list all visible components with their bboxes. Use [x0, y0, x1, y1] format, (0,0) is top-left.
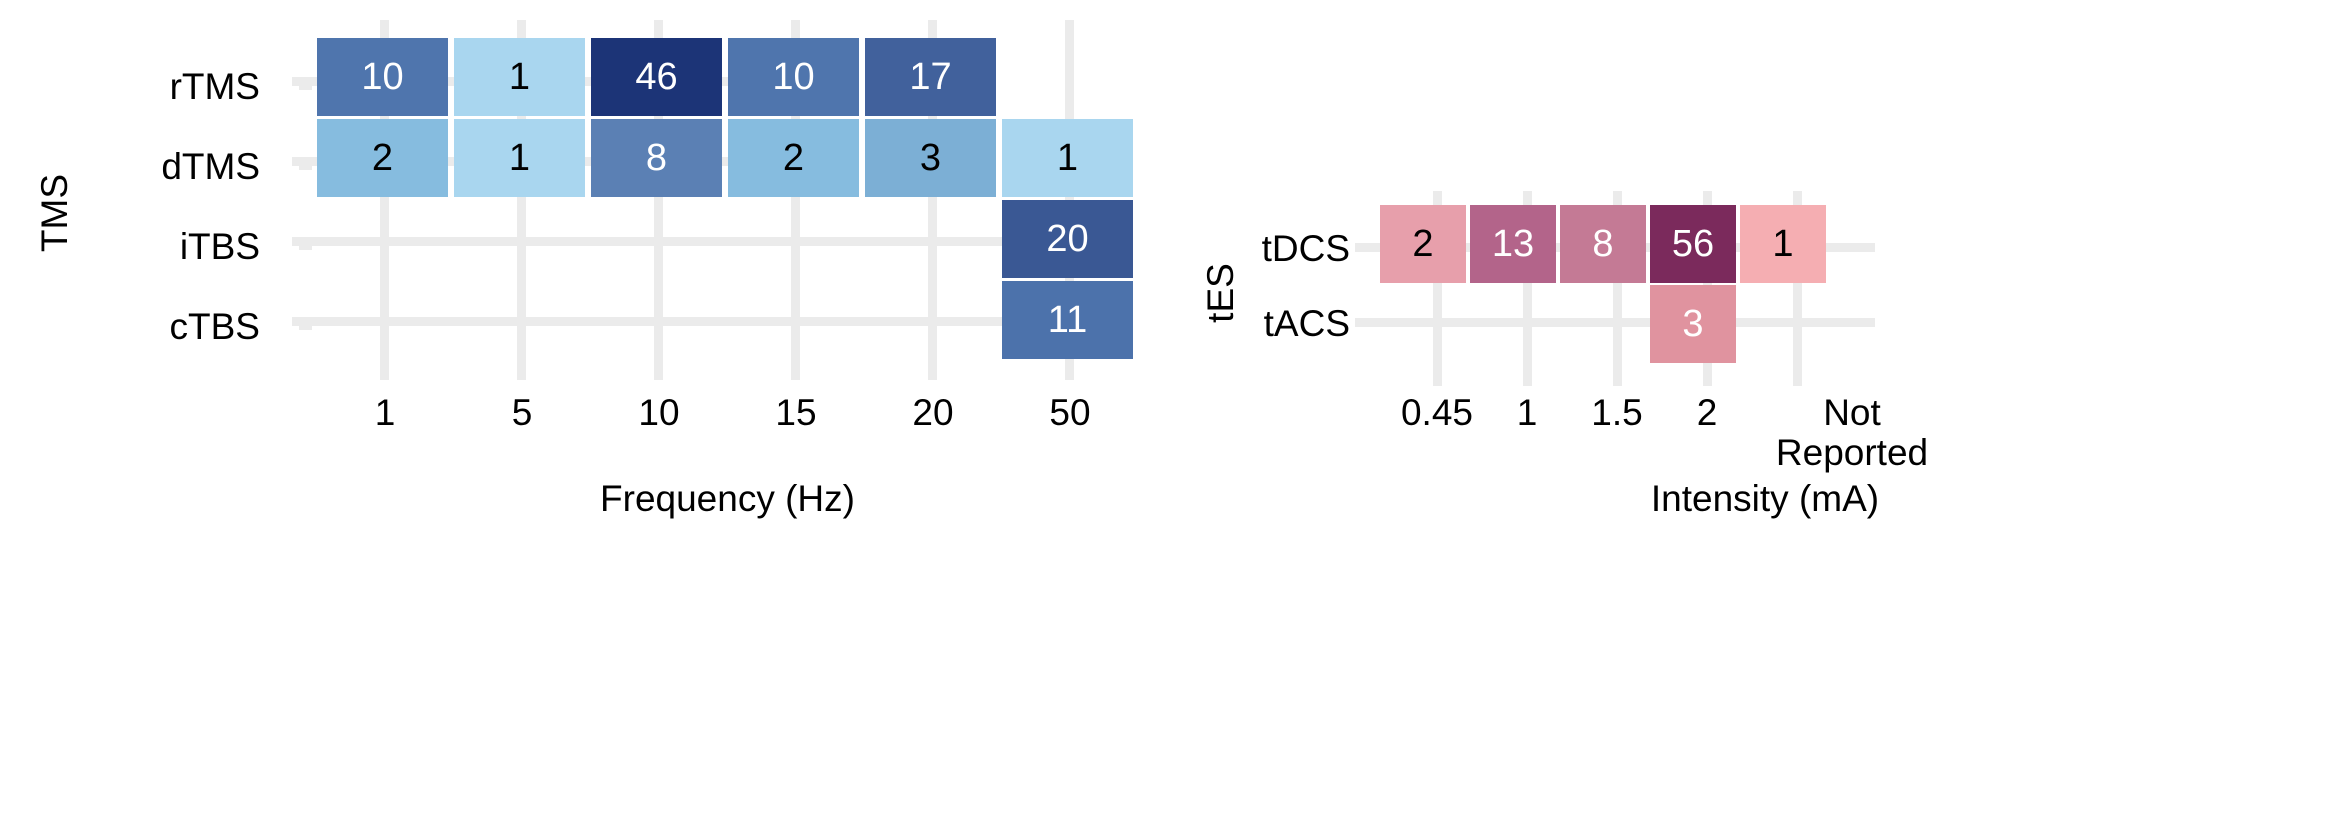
- y-tick-label-itbs: iTBS: [179, 226, 260, 267]
- heatmap-cell: 3: [1650, 285, 1736, 363]
- heatmap-cell: 8: [1560, 205, 1646, 283]
- plot-area-tms: 10 1 46 10 17 2 1 8: [292, 20, 1138, 380]
- gridline-v-15: [791, 20, 800, 380]
- cell-value: 8: [1592, 223, 1614, 265]
- y-tick-label-dtms: dTMS: [161, 146, 260, 187]
- gridline-v-045: [1433, 191, 1442, 386]
- x-tick-nr: [1793, 193, 1802, 204]
- gridline-v-nr: [1793, 191, 1802, 386]
- heatmap-cell: 10: [728, 38, 859, 116]
- x-tick-1: [380, 22, 389, 33]
- y-tick-label-tdcs: tDCS: [1261, 228, 1350, 269]
- x-tick-label-5: 5: [511, 392, 533, 433]
- cell-value: 2: [371, 137, 394, 179]
- cell-value: 10: [772, 56, 815, 98]
- x-tick-label-10: 10: [638, 392, 680, 433]
- heatmap-cell: 2: [1380, 205, 1466, 283]
- cell-value: 56: [1671, 223, 1715, 265]
- y-tick-label-rtms: rTMS: [169, 66, 260, 107]
- y-tick-label-ctbs: cTBS: [169, 306, 260, 347]
- cell-value: 46: [635, 56, 678, 98]
- cell-value: 3: [919, 137, 942, 179]
- x-tick-label-1: 1: [374, 392, 396, 433]
- x-tick-label-2: 2: [1696, 392, 1718, 433]
- gridline-h-ctbs: [292, 317, 1017, 326]
- x-tick-label-1: 1: [1516, 392, 1538, 433]
- gridline-v-5: [517, 20, 526, 380]
- x-tick-label-not-reported-line1: Not: [1823, 392, 1881, 433]
- cell-value: 3: [1682, 303, 1704, 345]
- y-tick-label-tacs: tACS: [1263, 303, 1350, 344]
- heatmap-cell: 17: [865, 38, 996, 116]
- x-tick-label-not-reported-line2: Reported: [1775, 431, 1929, 473]
- x-axis-title-tms: Frequency (Hz): [600, 478, 855, 519]
- gridline-h-tacs: [1355, 318, 1875, 327]
- heatmap-cell: 56: [1650, 205, 1736, 283]
- heatmap-cell: 20: [1002, 200, 1133, 278]
- x-tick-20: [928, 22, 937, 33]
- heatmap-cell: 1: [454, 119, 585, 197]
- gridline-v-10: [654, 20, 663, 380]
- cell-value: 13: [1491, 223, 1535, 265]
- gridline-v-1: [1523, 191, 1532, 386]
- heatmap-cell: 1: [1002, 119, 1133, 197]
- heatmap-cell: 10: [317, 38, 448, 116]
- cell-value: 20: [1046, 218, 1089, 260]
- x-tick-label-15: 15: [775, 392, 817, 433]
- cell-value: 11: [1047, 299, 1088, 341]
- panel-tms: TMS rTMS dTMS iTBS cTBS 10: [0, 0, 1170, 826]
- cell-value: 1: [508, 56, 531, 98]
- cell-value: 1: [1056, 137, 1079, 179]
- heatmap-cell: 2: [317, 119, 448, 197]
- x-tick-label-045: 0.45: [1400, 392, 1473, 433]
- cell-value: 1: [508, 137, 531, 179]
- heatmap-cell: 46: [591, 38, 722, 116]
- x-tick-5: [517, 22, 526, 33]
- x-tick-045: [1433, 193, 1442, 204]
- cell-value: 8: [645, 137, 668, 179]
- cell-value: 1: [1772, 223, 1794, 265]
- heatmap-cell: 2: [728, 119, 859, 197]
- heatmap-cell: 8: [591, 119, 722, 197]
- cell-value: 2: [782, 137, 805, 179]
- x-tick-50: [1065, 22, 1074, 33]
- gridline-v-20: [928, 20, 937, 380]
- heatmap-cell: 1: [1740, 205, 1826, 283]
- x-tick-15: [791, 22, 800, 33]
- gridline-h-itbs: [292, 237, 1017, 246]
- x-tick-15: [1613, 193, 1622, 204]
- gridline-v-1: [380, 20, 389, 380]
- cell-value: 17: [909, 56, 952, 98]
- x-tick-10: [654, 22, 663, 33]
- cell-value: 2: [1412, 223, 1434, 265]
- cell-value: 10: [361, 56, 404, 98]
- x-tick-label-not-reported: Not Reported: [1702, 393, 2002, 473]
- heatmap-cell: 1: [454, 38, 585, 116]
- heatmap-cell: 3: [865, 119, 996, 197]
- x-axis-title-tes: Intensity (mA): [1650, 478, 1880, 519]
- gridline-v-15: [1613, 191, 1622, 386]
- panel-tes: tES tDCS tACS 2 13 8: [1170, 0, 2342, 826]
- x-tick-label-15: 1.5: [1591, 392, 1643, 433]
- x-tick-1: [1523, 193, 1532, 204]
- x-tick-label-50: 50: [1049, 392, 1091, 433]
- heatmap-cell: 11: [1002, 281, 1133, 359]
- heatmap-cell: 13: [1470, 205, 1556, 283]
- plot-area-tes: 2 13 8 56 1 3: [1355, 191, 2330, 386]
- x-tick-2: [1703, 193, 1712, 204]
- x-tick-label-20: 20: [912, 392, 954, 433]
